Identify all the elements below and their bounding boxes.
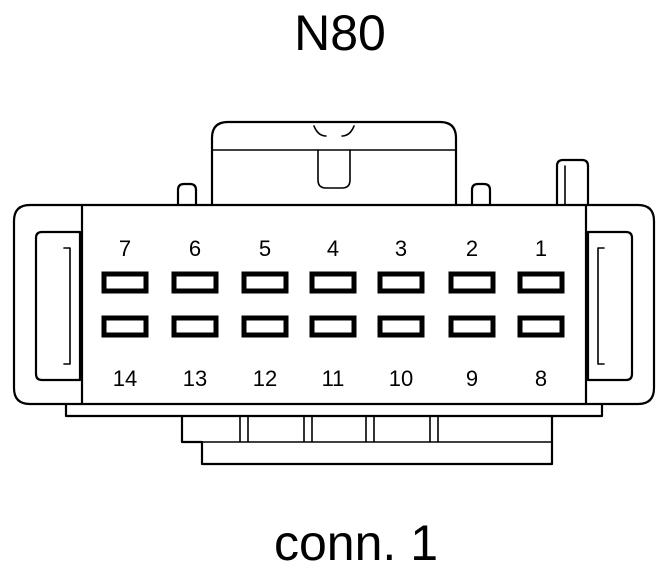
right-lock-tab [586, 230, 634, 382]
pin-label-13: 13 [183, 366, 207, 391]
connector-inner-face [80, 203, 588, 406]
pin-contact-2 [448, 271, 496, 294]
pin-contact-5 [241, 271, 289, 294]
top-latch [210, 120, 458, 207]
pin-label-2: 2 [466, 236, 478, 261]
pin-contact-1 [517, 271, 565, 294]
pin-label-5: 5 [259, 236, 271, 261]
pin-contact-14 [101, 315, 149, 338]
pin-contact-10 [377, 315, 425, 338]
right-key [555, 158, 590, 207]
left-lock-inner [63, 247, 71, 365]
left-post [176, 182, 198, 207]
bottom-row-pins [101, 315, 565, 338]
pin-label-6: 6 [189, 236, 201, 261]
pin-label-14: 14 [113, 366, 137, 391]
right-lock-inner [597, 247, 605, 365]
pin-contact-3 [377, 271, 425, 294]
pin-label-7: 7 [119, 236, 131, 261]
pin-label-3: 3 [395, 236, 407, 261]
pin-contact-13 [171, 315, 219, 338]
pin-contact-4 [309, 271, 357, 294]
connector-outer-body [12, 203, 656, 406]
pin-label-12: 12 [253, 366, 277, 391]
pin-contact-7 [101, 271, 149, 294]
pin-label-9: 9 [466, 366, 478, 391]
pin-label-10: 10 [389, 366, 413, 391]
bottom-row-pin-labels: 14 13 12 11 10 9 8 [113, 366, 547, 391]
bottom-ribs [201, 415, 553, 443]
pin-contact-8 [517, 315, 565, 338]
bottom-flange [64, 402, 604, 418]
right-post [470, 182, 492, 207]
connector-caption: conn. 1 [274, 515, 438, 570]
pin-label-4: 4 [327, 236, 339, 261]
top-row-pin-labels: 7 6 5 4 3 2 1 [119, 236, 547, 261]
top-latch-notch [313, 125, 355, 189]
pin-label-8: 8 [535, 366, 547, 391]
pin-label-11: 11 [322, 366, 345, 391]
left-lock-tab [34, 230, 82, 382]
connector-drawing [12, 120, 656, 466]
connector-title: N80 [294, 5, 386, 61]
pin-label-1: 1 [535, 236, 547, 261]
bottom-skirt [180, 414, 554, 466]
pin-contact-6 [171, 271, 219, 294]
pin-contact-9 [448, 315, 496, 338]
pin-contact-11 [309, 315, 357, 338]
pin-contact-12 [241, 315, 289, 338]
top-row-pins [101, 271, 565, 294]
